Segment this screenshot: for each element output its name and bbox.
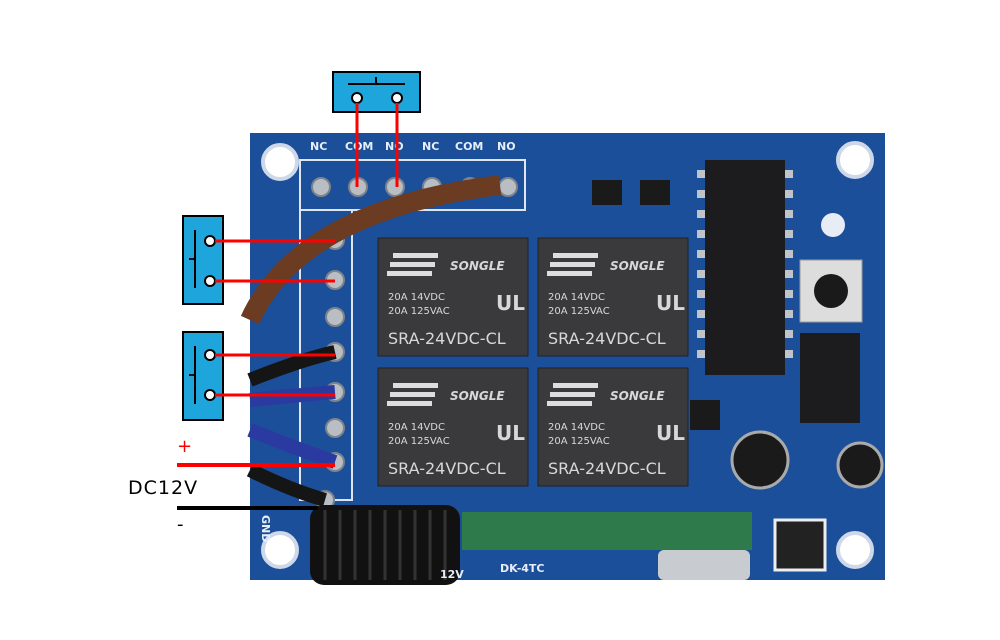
mounting-hole xyxy=(261,531,299,569)
voltage-silk: 12V xyxy=(440,568,464,581)
gnd-silk: GND xyxy=(259,515,272,542)
jumper-header xyxy=(773,518,827,572)
relay-rating-dc: 20A 14VDC xyxy=(548,422,605,433)
relay: SONGLE 20A 14VDC 20A 125VAC UL SRA-24VDC… xyxy=(377,367,529,487)
terminal-labels-top: NC COM NO NC COM NO xyxy=(310,140,516,153)
push-button xyxy=(799,259,863,323)
ic-pin xyxy=(785,330,793,338)
terminal-label: NO xyxy=(497,140,516,153)
terminal-label: NC xyxy=(422,140,439,153)
ic-pin xyxy=(785,290,793,298)
mounting-holes xyxy=(261,141,874,569)
songle-logo-icon xyxy=(387,383,438,406)
switch-left-1 xyxy=(182,215,224,305)
ic-pin xyxy=(785,190,793,198)
mounting-hole xyxy=(836,531,874,569)
voltage-label: DC12V xyxy=(128,477,198,499)
transistor xyxy=(640,180,670,205)
ic-pin xyxy=(697,330,705,338)
relay: SONGLE 20A 14VDC 20A 125VAC UL SRA-24VDC… xyxy=(537,237,689,357)
ic-pin xyxy=(785,170,793,178)
ic-pin xyxy=(697,210,705,218)
ic-pin xyxy=(697,270,705,278)
ic-pin xyxy=(697,350,705,358)
terminal-label: NO xyxy=(385,140,404,153)
switch-left-2 xyxy=(182,331,224,421)
relay-rating-dc: 20A 14VDC xyxy=(548,292,605,303)
black-wire xyxy=(246,463,327,507)
ic-pin xyxy=(785,310,793,318)
capacitor xyxy=(836,441,884,489)
module-label: DK-4TC xyxy=(500,562,545,575)
ic-pin xyxy=(697,250,705,258)
relay-model: SRA-24VDC-CL xyxy=(388,329,506,348)
terminal-label: COM xyxy=(345,140,373,153)
terminal-label: NC xyxy=(310,140,327,153)
relay-rating-dc: 20A 14VDC xyxy=(388,292,445,303)
relay-brand: SONGLE xyxy=(610,259,665,273)
ic-pin xyxy=(785,350,793,358)
transistor xyxy=(690,400,720,430)
relay-rating-ac: 20A 125VAC xyxy=(388,436,450,447)
push-button-cap xyxy=(814,274,848,308)
ic-chip xyxy=(705,160,785,375)
relay-rating-ac: 20A 125VAC xyxy=(548,436,610,447)
ic-pin xyxy=(785,230,793,238)
relay-brand: SONGLE xyxy=(450,259,505,273)
blue-wire xyxy=(247,423,338,469)
ic-pin xyxy=(697,310,705,318)
relay-rating-ac: 20A 125VAC xyxy=(388,306,450,317)
mounting-hole xyxy=(836,141,874,179)
minus-label: - xyxy=(177,514,184,535)
ul-mark-icon: UL xyxy=(656,421,685,445)
small-ic xyxy=(800,333,860,423)
terminal-label: COM xyxy=(455,140,483,153)
led xyxy=(821,213,845,237)
ic-pin xyxy=(785,270,793,278)
capacitor xyxy=(730,430,790,490)
connection-lines xyxy=(215,103,399,397)
relays: SONGLE 20A 14VDC 20A 125VAC UL SRA-24VDC… xyxy=(377,237,689,487)
relay-rating-dc: 20A 14VDC xyxy=(388,422,445,433)
relay-model: SRA-24VDC-CL xyxy=(388,459,506,478)
songle-logo-icon xyxy=(547,253,598,276)
ic-pin xyxy=(785,250,793,258)
ic-pin xyxy=(697,290,705,298)
ic-pin xyxy=(697,190,705,198)
plus-label: + xyxy=(177,436,192,457)
relay-brand: SONGLE xyxy=(450,389,505,403)
ic-pin xyxy=(697,170,705,178)
relay-rating-ac: 20A 125VAC xyxy=(548,306,610,317)
relay-model: SRA-24VDC-CL xyxy=(548,329,666,348)
relay: SONGLE 20A 14VDC 20A 125VAC UL SRA-24VDC… xyxy=(537,367,689,487)
ul-mark-icon: UL xyxy=(496,291,525,315)
relay-brand: SONGLE xyxy=(610,389,665,403)
ic-pins xyxy=(697,170,793,358)
relay-model: SRA-24VDC-CL xyxy=(548,459,666,478)
crystal xyxy=(658,550,750,580)
ul-mark-icon: UL xyxy=(496,421,525,445)
transistor xyxy=(592,180,622,205)
songle-logo-icon xyxy=(547,383,598,406)
mounting-hole xyxy=(261,143,299,181)
ul-mark-icon: UL xyxy=(656,291,685,315)
songle-logo-icon xyxy=(387,253,438,276)
relay: SONGLE 20A 14VDC 20A 125VAC UL SRA-24VDC… xyxy=(377,237,529,357)
brown-wire xyxy=(240,175,502,325)
ic-pin xyxy=(785,210,793,218)
switch-top xyxy=(332,71,421,113)
rf-module xyxy=(462,512,752,550)
ic-pin xyxy=(697,230,705,238)
